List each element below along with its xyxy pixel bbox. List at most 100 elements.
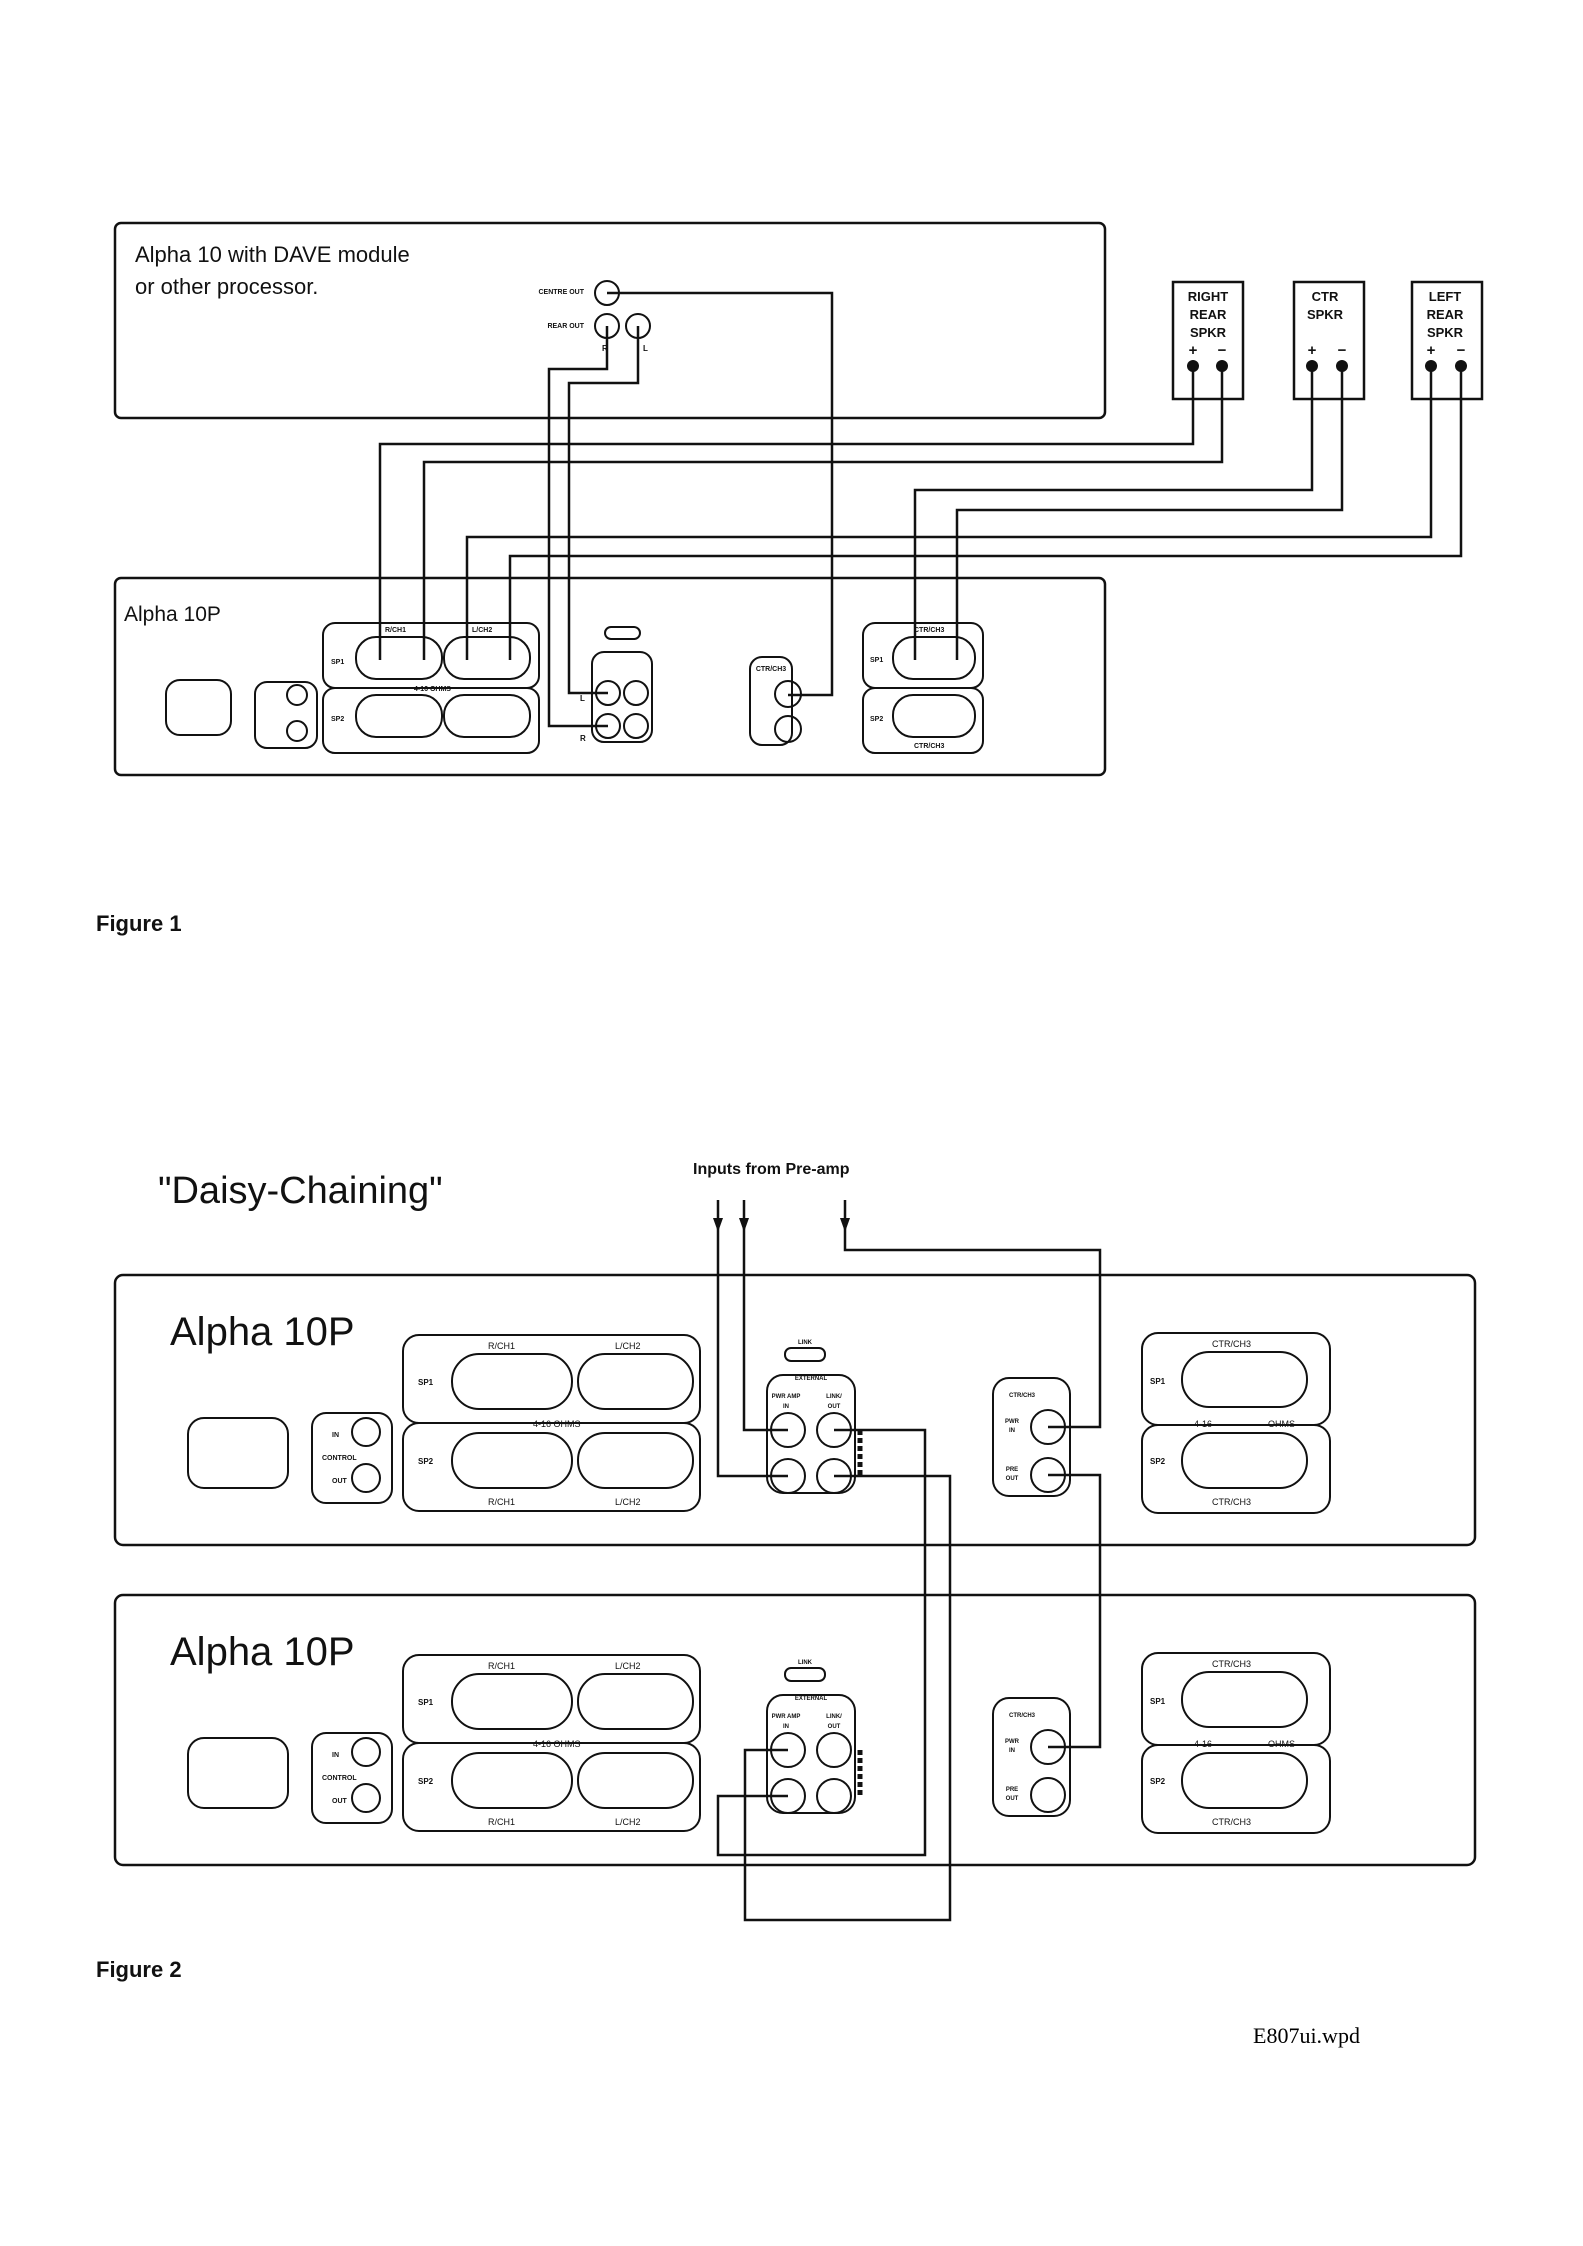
control-in-jack[interactable] — [351, 1417, 381, 1447]
link-out-r-jack[interactable] — [623, 713, 649, 739]
link-out-label: OUT — [828, 1404, 841, 1410]
sp1-label: SP1 — [1150, 1377, 1166, 1386]
sp1-r-terminal[interactable] — [451, 1353, 573, 1410]
link-out-label: LINK/ — [826, 1394, 842, 1400]
power-switch[interactable] — [165, 679, 232, 736]
ctr-sp1-terminal[interactable] — [892, 636, 976, 680]
arrow-down-icon — [713, 1218, 723, 1232]
ctr-sp2-terminal[interactable] — [1181, 1432, 1308, 1489]
control-out-jack[interactable] — [286, 720, 308, 742]
ctr-sp2-terminal[interactable] — [892, 694, 976, 738]
ctr-sp1-terminal[interactable] — [1181, 1351, 1308, 1408]
right-rear-minus-wire — [422, 366, 1224, 660]
figure1-wires — [378, 291, 1463, 728]
preamp-r-input-wire — [716, 1200, 788, 1478]
ctr-input-panel — [749, 656, 793, 746]
lch2-label: L/CH2 — [615, 1497, 641, 1507]
speaker-left-rear: LEFT REAR SPKR + − — [1410, 280, 1484, 401]
sp2-l-terminal[interactable] — [443, 694, 531, 738]
control-label: CONTROL — [322, 1455, 357, 1462]
sp1-r-terminal[interactable] — [355, 636, 443, 680]
processor-title-line1: Alpha 10 with DAVE module — [135, 242, 410, 267]
amp-unit-fig2-bottom — [115, 1595, 1475, 1865]
link-switch[interactable] — [604, 626, 641, 640]
plus-terminal-label: + — [1427, 342, 1436, 359]
speaker-label-line: LEFT — [1429, 289, 1462, 304]
control-panel — [311, 1412, 393, 1504]
sp2-terminal-block — [402, 1422, 701, 1512]
control-in-label: IN — [332, 1432, 339, 1439]
link-out-l-jack[interactable] — [623, 680, 649, 706]
external-input-panel — [766, 1374, 856, 1494]
speaker-label-line: SPKR — [1190, 325, 1227, 340]
ctr-ohms-label: 4-16 — [1194, 1419, 1212, 1429]
ctr-pre-out-jack[interactable] — [774, 715, 802, 743]
plus-terminal-label: + — [1308, 342, 1317, 359]
sp1-l-terminal[interactable] — [577, 1353, 694, 1410]
pwr-amp-label: PWR AMP — [772, 1394, 801, 1400]
link-switch[interactable] — [784, 1347, 826, 1362]
preamp-ctr-input-wire — [843, 1200, 1102, 1429]
rear-l-wire — [567, 326, 640, 695]
ctr-sp2-block — [1141, 1424, 1331, 1514]
figure-2: "Daisy-Chaining" Inputs from Pre-amp Alp… — [96, 1161, 1475, 1982]
sp1-l-terminal[interactable] — [443, 636, 531, 680]
sp1-label: SP1 — [870, 657, 883, 664]
sp2-label: SP2 — [1150, 1457, 1166, 1466]
sp2-l-terminal[interactable] — [577, 1432, 694, 1489]
arrow-down-icon — [739, 1218, 749, 1232]
figure2-caption: Figure 2 — [96, 1957, 182, 1982]
sp2-label: SP2 — [870, 716, 883, 723]
amp-unit-fig2-top: Alpha 10P IN CONTROL OUT SP1 SP2 R/CH1 L… — [113, 1273, 1477, 1547]
control-out-jack[interactable] — [351, 1463, 381, 1493]
ctr-ch3-label: CTR/CH3 — [914, 743, 944, 750]
sp2-r-terminal[interactable] — [355, 694, 443, 738]
external-input-panel — [591, 651, 653, 743]
right-rear-plus-wire — [378, 366, 1195, 660]
rear-out-label: REAR OUT — [547, 323, 584, 330]
amp-title: Alpha 10P — [170, 1310, 355, 1354]
ctr-pre-out-to-amp2-wire — [1048, 1473, 1102, 1749]
ohms-label: 4-16 OHMS — [533, 1419, 581, 1429]
control-panel — [254, 681, 318, 749]
rear-r-wire — [547, 326, 609, 728]
footer-filename: E807ui.wpd — [1253, 2023, 1360, 2048]
speaker-label-line: REAR — [1190, 307, 1227, 322]
figure-1: Alpha 10 with DAVE module or other proce… — [96, 221, 1484, 936]
sp2-r-terminal[interactable] — [451, 1432, 573, 1489]
figure1-caption: Figure 1 — [96, 911, 182, 936]
ctr-sp2-block — [862, 687, 984, 754]
out-label: OUT — [1006, 1476, 1019, 1482]
plus-terminal-label: + — [1189, 342, 1198, 359]
external-label: EXTERNAL — [795, 1376, 828, 1382]
sp2-label: SP2 — [418, 1457, 434, 1466]
pwr-label: PWR — [1005, 1419, 1020, 1425]
figure2-wires — [716, 1200, 1102, 1922]
sp2-label: SP2 — [331, 716, 344, 723]
sp1-label: SP1 — [331, 659, 344, 666]
rear-r-label: R — [602, 344, 608, 353]
power-switch[interactable] — [187, 1417, 289, 1489]
in-l-label: L — [580, 694, 585, 703]
processor-unit: Alpha 10 with DAVE module or other proce… — [113, 221, 1107, 420]
left-rear-minus-wire — [508, 366, 1463, 660]
speaker-label-line: RIGHT — [1188, 289, 1229, 304]
lch2-label: L/CH2 — [472, 627, 492, 634]
arrow-down-icon — [840, 1218, 850, 1232]
in-r-label: R — [580, 734, 586, 743]
amp-unit-fig1: Alpha 10P SP1 SP2 R/CH1 L/CH2 4-16 OHMS — [113, 576, 1107, 777]
ctr-ch3-label: CTR/CH3 — [1212, 1339, 1251, 1349]
daisy-chain-heading: "Daisy-Chaining" — [158, 1170, 443, 1212]
speaker-label-line: CTR — [1312, 289, 1339, 304]
ctr-minus-wire — [955, 366, 1344, 660]
centre-out-wire — [607, 291, 834, 697]
in-label: IN — [1009, 1428, 1015, 1434]
lch2-label: L/CH2 — [615, 1341, 641, 1351]
speaker-label-line: SPKR — [1307, 307, 1344, 322]
control-in-jack[interactable] — [286, 684, 308, 706]
amp-title: Alpha 10P — [124, 603, 221, 626]
control-out-label: OUT — [332, 1478, 348, 1485]
ctr-ch3-label: CTR/CH3 — [1009, 1393, 1036, 1399]
processor-title-line2: or other processor. — [135, 274, 318, 299]
minus-terminal-label: − — [1338, 342, 1347, 359]
